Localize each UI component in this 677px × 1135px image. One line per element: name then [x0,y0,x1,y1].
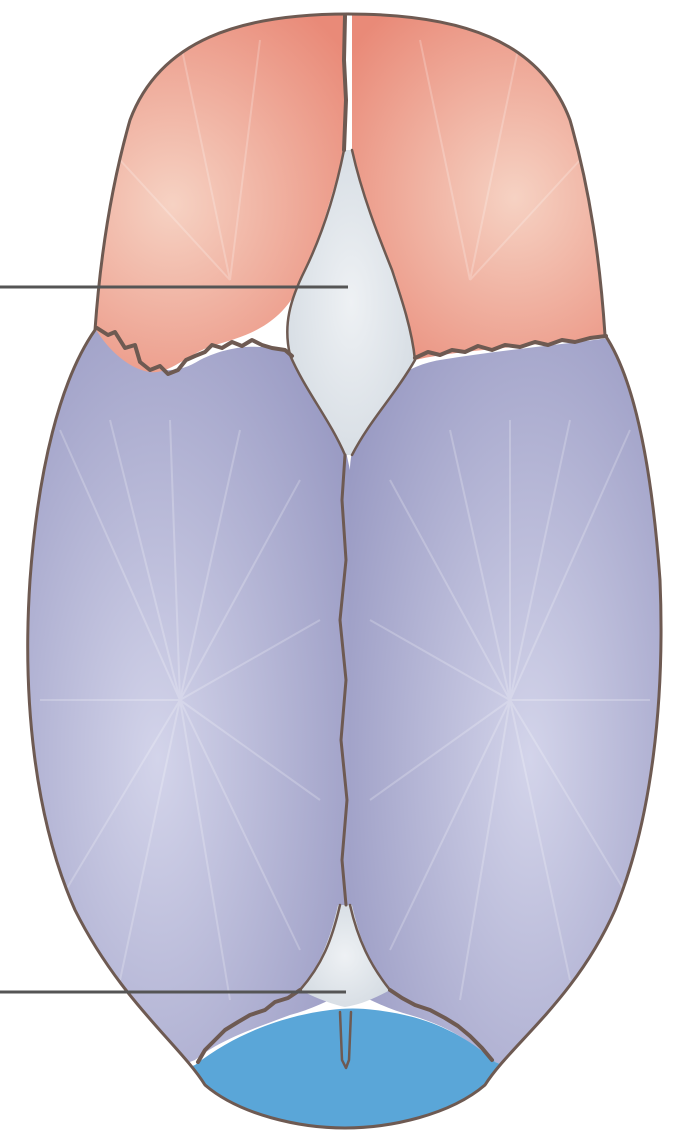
left-parietal-bone [0,300,350,1135]
metopic-suture [344,16,346,150]
occipital-bone [0,1009,677,1135]
